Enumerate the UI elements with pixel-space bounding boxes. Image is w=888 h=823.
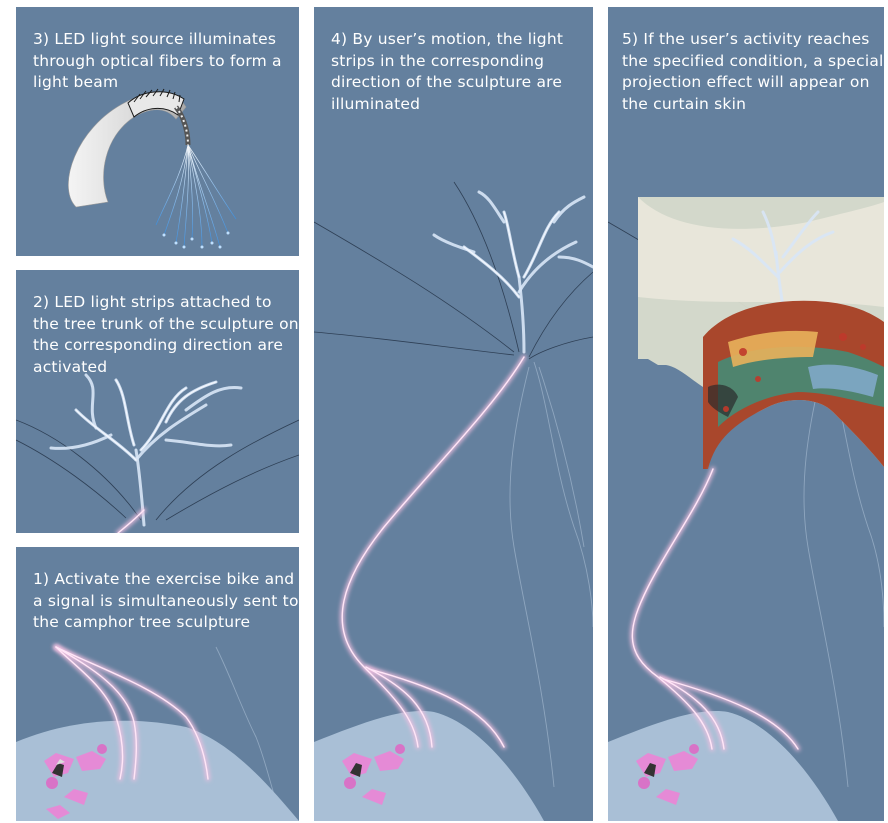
step-2-panel: 2) LED light strips attached to the tree… bbox=[16, 270, 299, 533]
step-3-panel: 3) LED light source illuminates through … bbox=[16, 7, 299, 256]
illuminated-sculpture-illustration bbox=[314, 7, 593, 821]
step-5-caption: 5) If the user’s activity reaches the sp… bbox=[622, 29, 884, 115]
step-2-caption: 2) LED light strips attached to the tree… bbox=[33, 292, 299, 378]
step-4-panel: 4) By user’s motion, the light strips in… bbox=[314, 7, 593, 821]
step-5-panel: 5) If the user’s activity reaches the sp… bbox=[608, 7, 884, 821]
step-1-panel: 1) Activate the exercise bike and a sign… bbox=[16, 547, 299, 821]
step-4-caption: 4) By user’s motion, the light strips in… bbox=[331, 29, 593, 115]
projection-curtain-illustration bbox=[608, 7, 884, 821]
step-1-caption: 1) Activate the exercise bike and a sign… bbox=[33, 569, 299, 634]
step-3-caption: 3) LED light source illuminates through … bbox=[33, 29, 299, 94]
